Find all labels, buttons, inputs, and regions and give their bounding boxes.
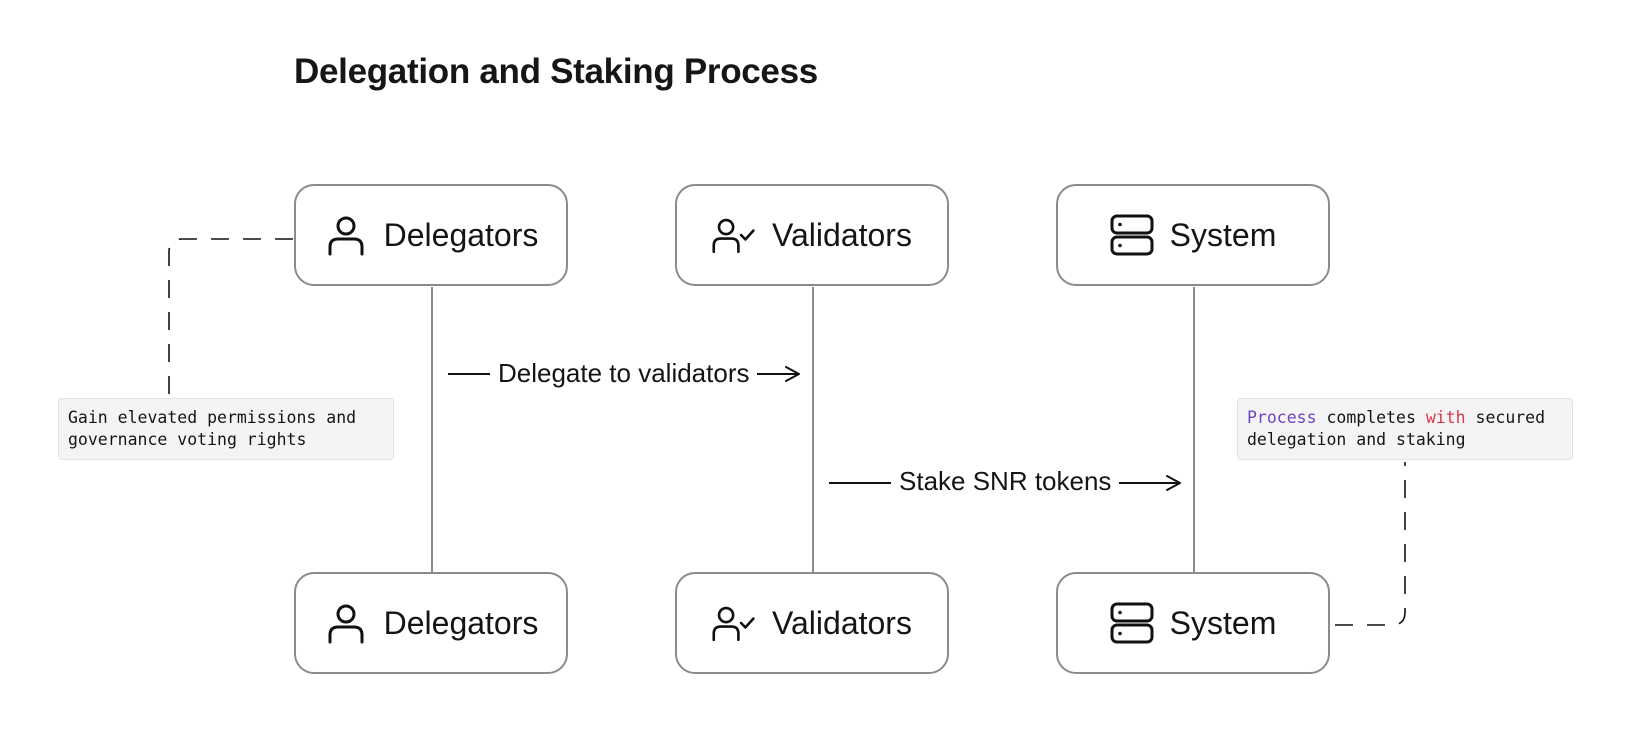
- actor-label: Delegators: [383, 604, 539, 641]
- keyword-process: Process: [1247, 408, 1317, 427]
- note-text: secured: [1465, 408, 1546, 427]
- note-text: completes: [1316, 408, 1426, 427]
- actor-system-bottom: System: [1056, 572, 1330, 674]
- actor-label: Validators: [772, 604, 912, 641]
- user-check-icon: [712, 213, 756, 257]
- note-line: Process completes with secured: [1247, 407, 1563, 429]
- actor-delegators-bottom: Delegators: [294, 572, 568, 674]
- note-system: Process completes with secured delegatio…: [1237, 398, 1573, 460]
- note-line: delegation and staking: [1247, 430, 1466, 449]
- actor-label: System: [1169, 216, 1277, 253]
- server-icon: [1110, 213, 1154, 257]
- note-delegators: Gain elevated permissions and governance…: [58, 398, 394, 460]
- note-line: Gain elevated permissions and: [68, 408, 357, 427]
- keyword-with: with: [1425, 408, 1466, 427]
- actor-system-top: System: [1056, 184, 1330, 286]
- server-icon: [1110, 601, 1154, 645]
- user-icon: [324, 213, 368, 257]
- arrowhead-icon: [1166, 475, 1181, 491]
- diagram-title: Delegation and Staking Process: [294, 52, 818, 91]
- actor-validators-bottom: Validators: [675, 572, 949, 674]
- user-check-icon: [712, 601, 756, 645]
- note-connector-system: [1335, 462, 1406, 626]
- message-label-stake: Stake SNR tokens: [891, 465, 1120, 497]
- note-line: governance voting rights: [68, 430, 307, 449]
- arrowhead-icon: [785, 366, 800, 382]
- note-connector-delegators: [168, 238, 293, 398]
- actor-delegators-top: Delegators: [294, 184, 568, 286]
- message-label-delegate: Delegate to validators: [490, 357, 758, 389]
- actor-label: System: [1169, 604, 1277, 641]
- actor-validators-top: Validators: [675, 184, 949, 286]
- actor-label: Delegators: [383, 216, 539, 253]
- actor-label: Validators: [772, 216, 912, 253]
- user-icon: [324, 601, 368, 645]
